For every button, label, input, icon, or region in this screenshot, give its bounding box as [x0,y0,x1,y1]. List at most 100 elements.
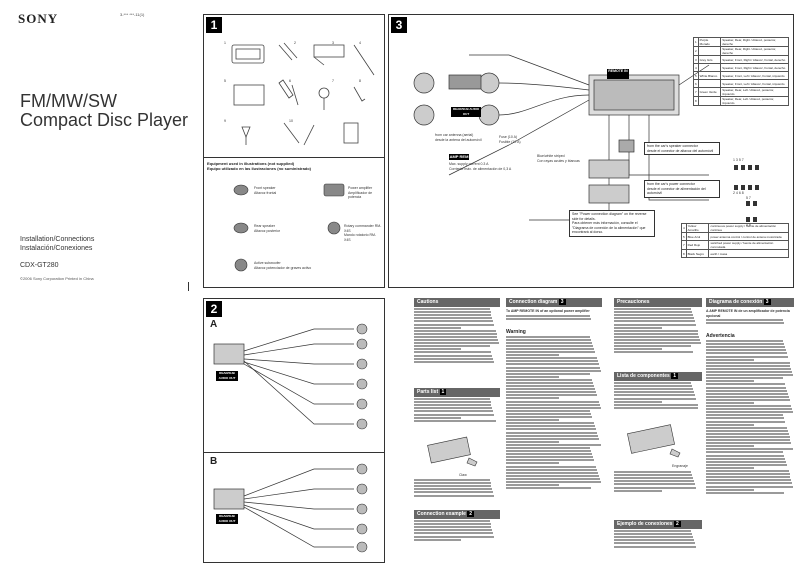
text-line-placeholder [414,342,500,345]
text-line-placeholder [706,377,784,380]
text-line-placeholder [614,489,663,492]
text-line-placeholder [414,488,493,491]
text-line-placeholder [614,320,695,323]
text-line-placeholder [706,466,755,469]
amp-note-text [506,314,602,326]
text-line-placeholder [506,434,599,437]
advertencia-header: Advertencia [706,333,735,339]
text-line-placeholder [706,392,788,395]
text-line-placeholder [506,354,559,357]
from-power-connector: from the car's power connector desde el … [644,180,720,198]
text-line-placeholder [506,422,595,425]
power-table-desc-cell: continuous power supply / fuente de alim… [708,223,789,233]
text-line-placeholder [614,317,695,320]
text-line-placeholder [506,406,602,409]
text-line-placeholder [614,397,696,400]
text-line-placeholder [614,480,695,483]
text-line-placeholder [506,419,559,422]
text-line-placeholder [706,454,785,457]
text-line-placeholder [706,374,794,377]
text-line-placeholder [506,416,593,419]
text-line-placeholder [414,416,462,419]
equipment-title-en: Equipment used in illustrations (not sup… [207,161,295,166]
equipment-rear-speaker: Rear speaker Altavoz posterior [254,224,281,233]
text-line-placeholder [506,335,591,338]
legend-divider [204,157,384,158]
text-line-placeholder [614,536,694,539]
ejemplo-conexiones-header: Ejemplo de conexiones 2 [614,520,702,529]
section-b-label: B [210,456,218,467]
text-line-placeholder [506,347,595,350]
text-line-placeholder [614,385,693,388]
text-line-placeholder [506,428,597,431]
part-num-1: 1 [224,41,226,45]
text-line-placeholder [614,308,692,311]
cautions-header: Cautions [414,298,500,307]
text-line-placeholder [506,314,591,317]
wiring-diagram [413,54,759,222]
text-line-placeholder [614,391,695,394]
part-num-10: 10 [289,119,293,123]
text-line-placeholder [506,363,600,366]
connection-example-section: Connection example 2 [414,510,500,549]
parts-list-header: Parts list 1 [414,388,500,397]
text-line-placeholder [706,470,789,473]
text-line-placeholder [706,364,791,367]
text-line-placeholder [506,391,597,394]
rear-sub-audio-out-a: REAR/SUB AUDIO OUT [216,371,238,381]
text-line-placeholder [706,488,755,491]
text-line-placeholder [414,329,496,332]
text-line-placeholder [506,372,591,375]
text-line-placeholder [414,339,499,342]
speaker-table-desc-cell: Speaker, Front, Left / Altavoz, frontal,… [720,71,789,80]
text-line-placeholder [414,348,462,351]
text-line-placeholder [706,405,792,408]
claw-illustration [427,436,478,467]
text-line-placeholder [706,460,787,463]
part-num-5: 5 [224,79,226,83]
text-line-placeholder [414,311,491,314]
text-line-placeholder [506,351,596,354]
cautions-text [414,307,500,385]
pins-top: 1 3 5 7 [733,158,744,162]
text-line-placeholder [706,463,787,466]
text-line-placeholder [706,380,755,383]
text-line-placeholder [506,338,592,341]
text-line-placeholder [706,445,755,448]
lista-componentes-section: Lista de componentes 1 Engranaje [614,372,702,502]
text-line-placeholder [506,487,592,490]
to-amp-remote-text: To AMP REMOTE IN of an optional power am… [506,309,590,313]
connection-diagram-section: Connection diagram 3 To AMP REMOTE IN of… [506,298,602,545]
text-line-placeholder [506,375,559,378]
text-line-placeholder [414,360,494,363]
rear-sub-audio-out-label: REAR/SUB AUDIO OUT [451,107,481,117]
precauciones-text [614,307,702,371]
power-table-color-cell: Yellow Amarillo [685,223,710,233]
text-line-placeholder [414,413,494,416]
text-line-placeholder [614,342,702,345]
text-line-placeholder [414,485,492,488]
power-table-desc-cell: power antenna control / control de anten… [708,232,789,241]
text-line-placeholder [614,311,693,314]
text-line-placeholder [614,323,696,326]
text-line-placeholder [614,339,701,342]
text-line-placeholder [506,366,601,369]
text-line-placeholder [614,351,694,354]
text-line-placeholder [414,532,494,535]
a-amp-remote-text: A AMP REMOTE IN de un amplificador de po… [706,309,790,318]
engranaje-illustration [627,424,681,458]
text-line-placeholder [506,403,601,406]
model-name: CDX-GT280 [20,262,59,269]
text-line-placeholder [414,323,494,326]
power-table-color-cell: Black Negro [685,249,710,258]
page-title: FM/MW/SW Compact Disc Player [20,92,188,130]
text-line-placeholder [414,529,493,532]
fuse-label: Fuse (10 A) Fusible (10 A) [499,135,521,144]
